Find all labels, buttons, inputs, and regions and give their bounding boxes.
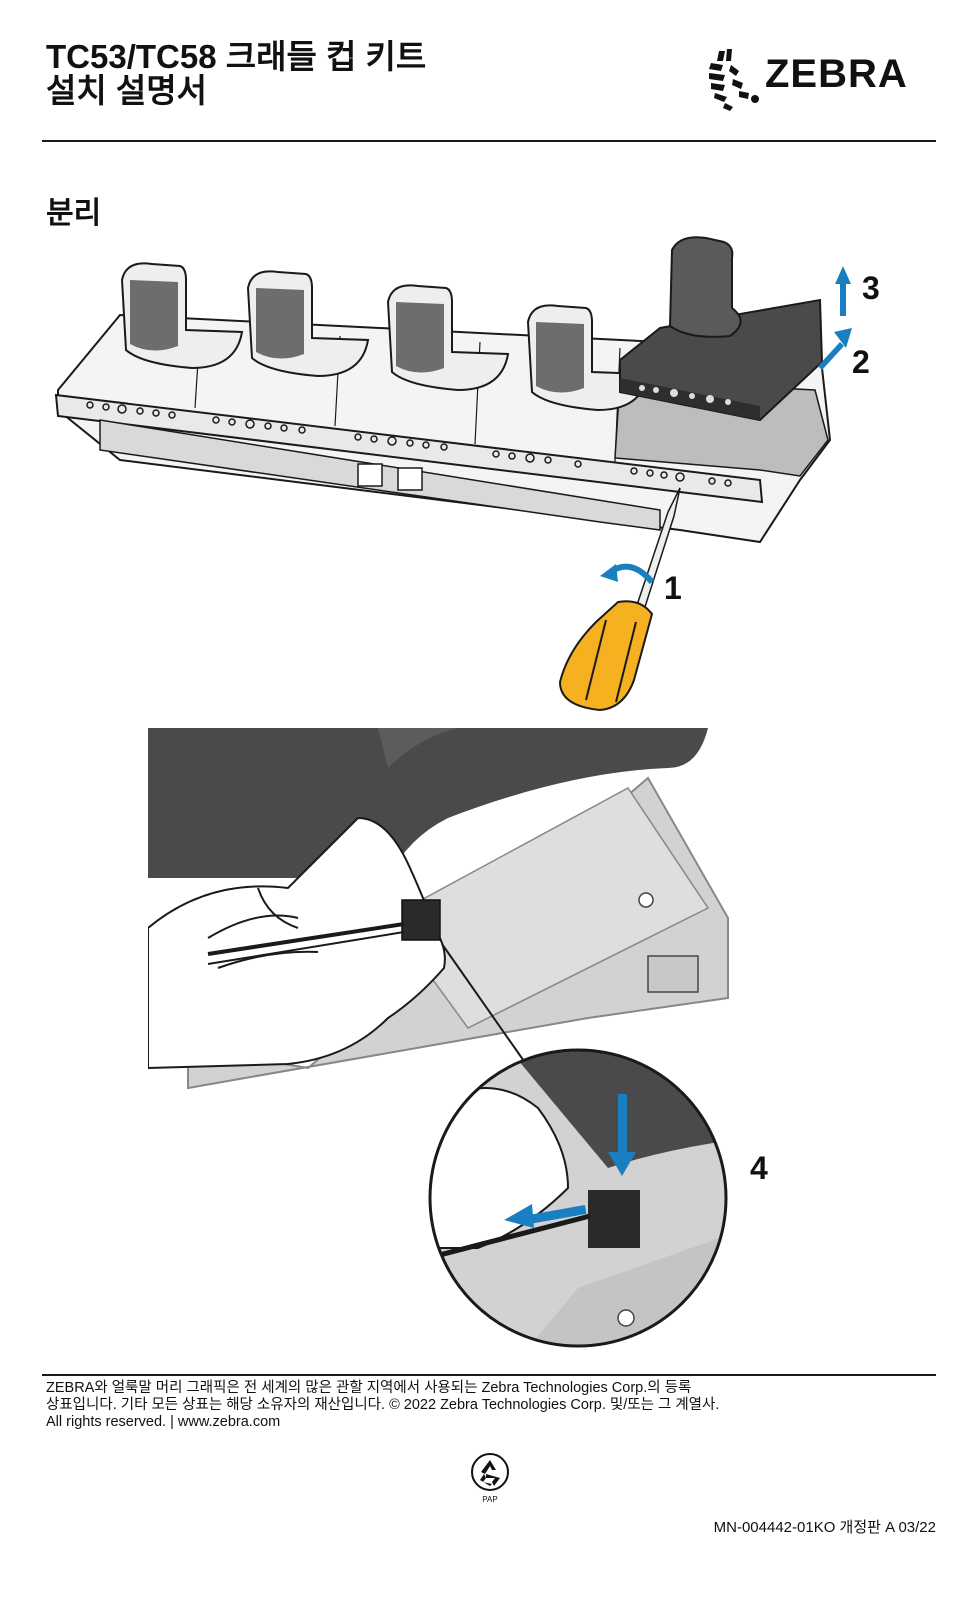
- cradle-front-rail: [54, 393, 764, 504]
- cradle-removal-illustration: [54, 236, 852, 712]
- zebra-head-icon: [709, 49, 759, 111]
- step-3-label: 3: [862, 270, 880, 306]
- legal-line-2: 상표입니다. 기타 모든 상표는 해당 소유자의 재산입니다. © 2022 Z…: [46, 1397, 720, 1413]
- document-number: MN-004442-01KO 개정판 A 03/22: [713, 1519, 936, 1536]
- legal-line-1: ZEBRA와 얼룩말 머리 그래픽은 전 세계의 많은 관할 지역에서 사용되는…: [46, 1380, 692, 1396]
- title-line-2: 설치 설명서: [46, 72, 207, 109]
- section-title: 분리: [46, 197, 102, 230]
- logo-wordmark: ZEBRA: [765, 52, 908, 96]
- recycle-label: PAP: [482, 1495, 497, 1504]
- recycle-icon: PAP: [468, 1452, 512, 1506]
- lift-arrows: [818, 266, 852, 370]
- step-2-label: 2: [852, 344, 870, 380]
- zebra-logo: ZEBRA: [705, 45, 935, 115]
- legal-notice: ZEBRA와 얼룩말 머리 그래픽은 전 세계의 많은 관할 지역에서 사용되는…: [46, 1380, 936, 1431]
- cradle-cups: [120, 262, 650, 412]
- title-line-1: TC53/TC58 크래들 컵 키트: [46, 38, 427, 75]
- step-4-label: 4: [750, 1150, 768, 1186]
- lifted-cup: [619, 236, 824, 422]
- document-title: TC53/TC58 크래들 컵 키트 설치 설명서: [46, 40, 666, 108]
- header-divider: [42, 140, 936, 142]
- detail-magnifier: [430, 1050, 726, 1346]
- footer-divider: [42, 1374, 936, 1376]
- cable-disconnect-illustration: [148, 728, 729, 1348]
- legal-line-3: All rights reserved. | www.zebra.com: [46, 1414, 281, 1430]
- step-1-label: 1: [664, 570, 682, 606]
